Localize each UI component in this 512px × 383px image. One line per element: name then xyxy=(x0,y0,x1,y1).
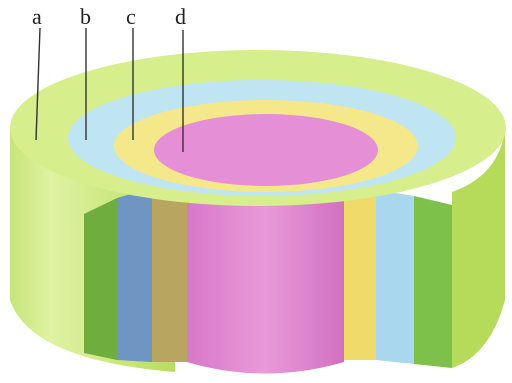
layer-d-top xyxy=(154,114,378,186)
layer-c-cut-right xyxy=(344,184,376,360)
label-d: d xyxy=(175,4,186,29)
layer-c-cut-left xyxy=(152,184,187,362)
layer-a-cut-left xyxy=(84,198,117,360)
layer-b-cut-left xyxy=(117,188,152,362)
layer-b-cut-right xyxy=(376,190,414,364)
label-b: b xyxy=(80,4,91,29)
label-a: a xyxy=(32,4,42,29)
label-c: c xyxy=(126,4,136,29)
layer-a-cut-right xyxy=(414,196,452,368)
